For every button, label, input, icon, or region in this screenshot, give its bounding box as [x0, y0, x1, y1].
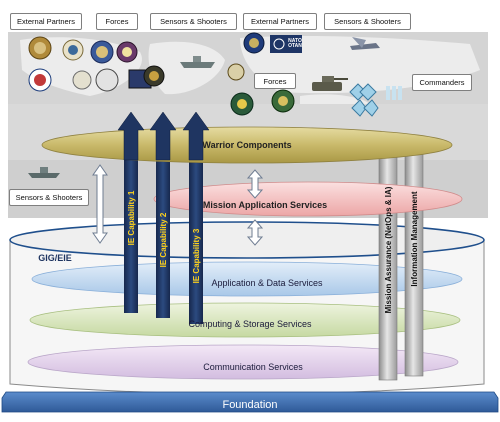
forces-logos — [90, 40, 165, 92]
sensors-shooters-label-left: Sensors & Shooters — [9, 189, 89, 206]
commanders-insignia — [349, 83, 402, 117]
sensors-shooters-label-top-left: Sensors & Shooters — [150, 13, 237, 30]
external-partners-logos-left — [28, 36, 92, 92]
communication-services-label: Communication Services — [203, 362, 303, 372]
application-data-services-label: Application & Data Services — [211, 278, 323, 288]
mid-forces-logos — [227, 63, 295, 116]
ie-capability-columns — [124, 148, 203, 324]
mission-application-band — [153, 181, 463, 217]
gig-eie-label: GIG/EIE — [38, 253, 72, 263]
communication-band — [27, 344, 459, 380]
application-band — [31, 261, 463, 297]
warrior-components-band — [41, 126, 453, 164]
ie-capability-3-label: IE Capability 3 — [191, 228, 201, 284]
foundation-label: Foundation — [222, 398, 278, 411]
sensors-shooters-label-top-right: Sensors & Shooters — [324, 13, 411, 30]
external-partners-logos-right — [243, 32, 302, 54]
nato-logo-text: NATO OTAN — [288, 38, 302, 49]
external-partners-label-left: External Partners — [10, 13, 82, 30]
tank-images — [312, 76, 348, 91]
ie-capability-1-label: IE Capability 1 — [126, 190, 136, 246]
double-arrows — [92, 164, 264, 246]
forces-label-mid: Forces — [254, 73, 296, 89]
computing-storage-services-label: Computing & Storage Services — [188, 319, 312, 329]
ie-capability-2-label: IE Capability 2 — [158, 212, 168, 268]
external-partners-label-right: External Partners — [243, 13, 317, 30]
warrior-components-label: Warrior Components — [202, 140, 292, 150]
foundation-bar — [1, 391, 499, 413]
capability-up-arrows — [117, 111, 210, 161]
mission-assurance-label: Mission Assurance (NetOps & IA) — [383, 186, 393, 314]
mission-application-services-label: Mission Application Services — [202, 200, 328, 210]
commanders-label: Commanders — [412, 74, 472, 91]
forces-label-top: Forces — [96, 13, 138, 30]
information-management-label: Information Management — [409, 191, 419, 287]
ship-images — [28, 56, 215, 178]
aircraft-images — [350, 37, 380, 50]
